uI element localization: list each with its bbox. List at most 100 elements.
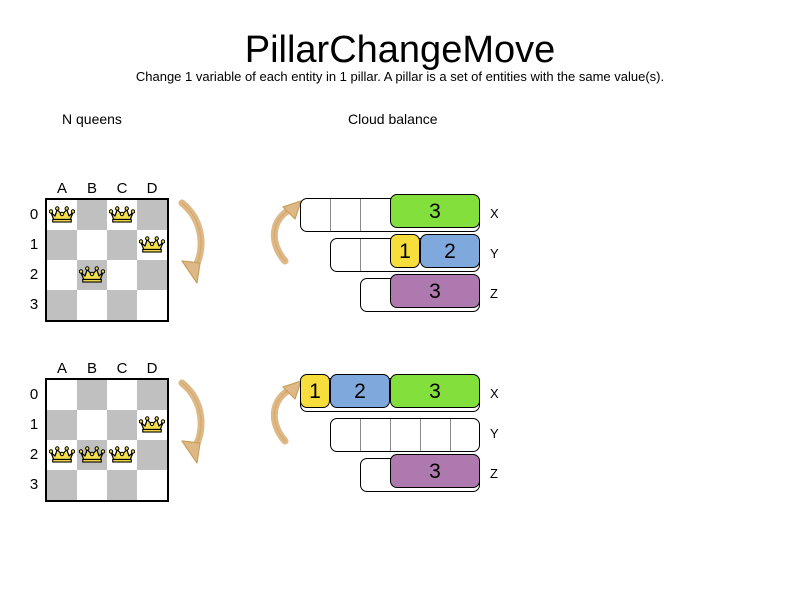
cloud-bar-empty-cell [331,239,361,271]
queen-icon [79,446,105,463]
board-cell-A0[interactable] [47,380,77,410]
board-cell-B1[interactable] [77,410,107,440]
cloud-segment-1[interactable]: 1 [300,374,330,409]
board-cell-C1[interactable] [107,230,137,260]
board-cell-A1[interactable] [47,230,77,260]
section-heading-n-queens: N queens [62,111,122,127]
cloud-segment-2[interactable]: 2 [330,374,390,409]
queen-icon [139,236,165,253]
board-cell-B2[interactable] [77,260,107,290]
board-row-label-2: 2 [29,266,39,283]
curved-arrow-down [178,379,205,464]
board-cell-C0[interactable] [107,380,137,410]
board-column-label-a: A [56,180,67,197]
board-transition-arrow-down-icon [166,375,212,471]
board-cell-B3[interactable] [77,470,107,500]
curved-arrow-down [178,199,205,284]
board-cell-C1[interactable] [107,410,137,440]
cloud-segment-3[interactable]: 3 [390,274,480,309]
board-cell-C0[interactable] [107,200,137,230]
cloud-bar-empty-cell [331,199,361,231]
board-row-label-0: 0 [29,206,39,223]
curved-arrow-up [270,200,302,265]
board-cell-A2[interactable] [47,440,77,470]
board-cell-D3[interactable] [137,290,167,320]
cloud-row-label-x: X [490,206,499,221]
cloud-bar-empty-cells [361,279,391,311]
cloud-segment-value: 3 [429,459,441,483]
cloud-segment-value: 3 [429,379,441,403]
cloud-segment-3[interactable]: 3 [390,454,480,489]
board-column-label-b: B [86,180,97,197]
board-cell-D0[interactable] [137,380,167,410]
board-column-label-a: A [56,360,67,377]
chessboard-grid [47,380,167,500]
board-cell-D1[interactable] [137,410,167,440]
cloud-segment-value: 3 [429,279,441,303]
cloud-row-label-x: X [490,386,499,401]
cloud-segment-3[interactable]: 3 [390,194,480,229]
board-cell-D0[interactable] [137,200,167,230]
board-cell-C2[interactable] [107,260,137,290]
board-cell-A3[interactable] [47,290,77,320]
chessboard-grid-wrapper [45,198,169,322]
board-column-label-d: D [146,360,158,377]
section-heading-cloud-balance: Cloud balance [348,111,438,127]
board-cell-A3[interactable] [47,470,77,500]
board-cell-B1[interactable] [77,230,107,260]
board-column-labels: A B C D [47,180,167,198]
page-title: PillarChangeMove [244,29,556,71]
board-row-label-2: 2 [29,446,39,463]
cloud-bar-empty-cell [391,419,421,451]
chessboard-grid [47,200,167,320]
board-column-label-c: C [116,180,128,197]
queen-icon [109,206,135,223]
cloud-bar-empty-cells [301,199,391,231]
board-cell-A1[interactable] [47,410,77,440]
cloud-bar-empty-cell [421,419,451,451]
cloud-bar-empty-cell [361,199,391,231]
queen-icon [109,446,135,463]
board-cell-C3[interactable] [107,470,137,500]
board-cell-D2[interactable] [137,440,167,470]
cloud-transition-arrow-up-icon [265,375,311,447]
curved-arrow-up [270,380,302,445]
cloud-bar-empty-cell [331,419,361,451]
board-cell-A2[interactable] [47,260,77,290]
cloud-segment-value: 1 [399,239,411,263]
board-cell-B2[interactable] [77,440,107,470]
board-column-label-b: B [86,360,97,377]
board-row-label-3: 3 [29,296,39,313]
board-cell-B3[interactable] [77,290,107,320]
cloud-row-label-y: Y [490,246,499,261]
board-row-label-0: 0 [29,386,39,403]
cloud-segment-3[interactable]: 3 [390,374,480,409]
board-cell-A0[interactable] [47,200,77,230]
cloud-bar-empty-cell [361,239,391,271]
board-cell-B0[interactable] [77,380,107,410]
board-row-label-1: 1 [29,236,39,253]
board-cell-C2[interactable] [107,440,137,470]
board-column-label-d: D [146,180,158,197]
cloud-bar-y[interactable] [330,418,480,452]
cloud-bar-empty-cells [331,419,479,451]
queen-icon [79,266,105,283]
board-row-labels: 0 1 2 3 [25,200,43,320]
board-cell-B0[interactable] [77,200,107,230]
chessboard-grid-wrapper [45,378,169,502]
cloud-bar-empty-cell [301,199,331,231]
queen-icon [49,446,75,463]
board-cell-C3[interactable] [107,290,137,320]
board-cell-D3[interactable] [137,470,167,500]
cloud-segment-2[interactable]: 2 [420,234,480,269]
cloud-bar-empty-cell [361,279,391,311]
board-cell-D2[interactable] [137,260,167,290]
cloud-bar-empty-cells [361,459,391,491]
board-cell-D1[interactable] [137,230,167,260]
cloud-row-label-y: Y [490,426,499,441]
cloud-row-label-z: Z [490,466,498,481]
cloud-transition-arrow-up-icon [265,195,311,267]
cloud-segment-1[interactable]: 1 [390,234,420,269]
cloud-bar-empty-cell [451,419,479,451]
